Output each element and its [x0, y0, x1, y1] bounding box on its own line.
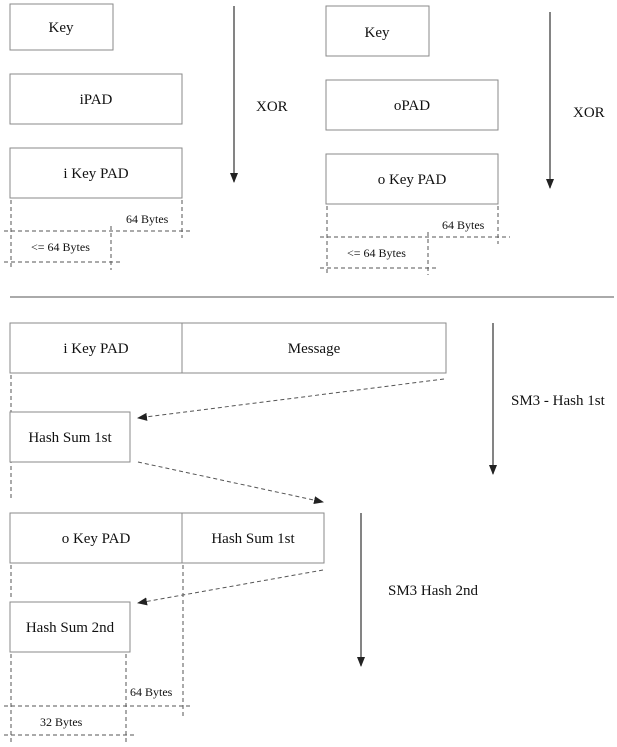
bytes64-label-left: 64 Bytes	[126, 212, 169, 226]
key-label-left: Key	[49, 20, 74, 36]
o-key-pad-box-bottom	[9, 512, 183, 564]
message-box	[181, 322, 447, 374]
key-box-left	[9, 3, 114, 51]
xor-label-right: XOR	[573, 105, 605, 121]
key-label-right: Key	[365, 25, 390, 41]
i-key-pad-label-bottom: i Key PAD	[63, 341, 128, 357]
xor-label-left: XOR	[256, 99, 288, 115]
o-key-pad-box-top	[325, 153, 499, 205]
hash1-step-label: SM3 - Hash 1st	[511, 393, 606, 409]
ipad-label: iPAD	[80, 92, 113, 108]
hash-sum-1st-label: Hash Sum 1st	[28, 430, 112, 446]
i-key-pad-box-top	[9, 147, 183, 199]
o-key-pad-label-bottom: o Key PAD	[62, 531, 131, 547]
ipad-box	[9, 73, 183, 125]
hash-sum-1st-box	[9, 411, 131, 463]
top-right-group: Key oPAD o Key PAD XOR 64 Bytes <= 64 By…	[320, 5, 605, 275]
bytes32-label-bottom: 32 Bytes	[40, 715, 83, 729]
bytes64-label-right: 64 Bytes	[442, 218, 485, 232]
i-key-pad-label-top: i Key PAD	[63, 166, 128, 182]
key-box-right	[325, 5, 430, 57]
hash-sum-2nd-box	[9, 601, 131, 653]
top-left-group: Key iPAD i Key PAD XOR 64 Bytes <= 64 By…	[4, 3, 288, 270]
bytes-le64-label-left: <= 64 Bytes	[31, 240, 90, 254]
flow-to-hash1	[137, 378, 445, 421]
opad-box	[325, 79, 499, 131]
bottom-group: i Key PAD Message SM3 - Hash 1st Hash Su…	[4, 322, 606, 742]
bytes64-label-bottom: 64 Bytes	[130, 685, 173, 699]
flow-hash1-to-row2	[137, 461, 324, 505]
hash-sum-1st-box-row2	[181, 512, 325, 564]
opad-label: oPAD	[394, 98, 430, 114]
o-key-pad-label-top: o Key PAD	[378, 172, 447, 188]
hash-sum-1st-label-row2: Hash Sum 1st	[211, 531, 295, 547]
flow-to-hash2	[137, 569, 324, 606]
hash2-step-label: SM3 Hash 2nd	[388, 583, 479, 599]
bytes-le64-label-right: <= 64 Bytes	[347, 246, 406, 260]
hash-sum-2nd-label: Hash Sum 2nd	[26, 620, 115, 636]
message-label: Message	[288, 341, 341, 357]
